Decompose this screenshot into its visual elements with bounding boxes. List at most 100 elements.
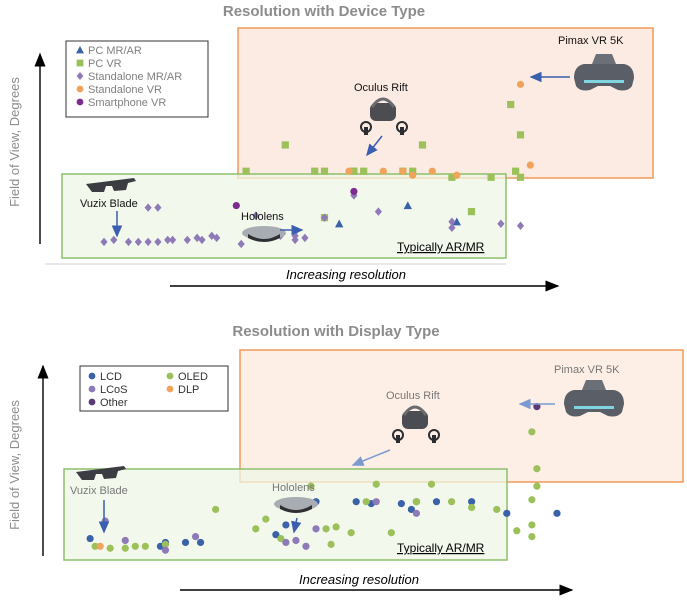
point-standalone-mr-ar-29 [198, 235, 206, 245]
pimax-label: Pimax VR 5K [558, 35, 624, 47]
point-pc-vr-3 [320, 167, 329, 175]
point-oled-25 [533, 465, 541, 473]
legend-label-oled: OLED [178, 371, 208, 383]
point-smartphone-vr-0 [232, 201, 240, 210]
point-standalone-mr-ar-8 [183, 235, 191, 245]
legend-marker-standalone-vr [76, 85, 84, 93]
point-pc-vr-5 [360, 167, 368, 175]
point-lcos-6 [302, 542, 310, 550]
point-oled-6 [212, 505, 220, 514]
legend-marker-lcd [88, 372, 96, 380]
vr-region-box [237, 27, 654, 179]
point-oled-27 [327, 540, 335, 548]
point-lcos-9 [372, 498, 380, 506]
point-pc-vr-8 [418, 141, 427, 149]
point-lcd-8 [352, 498, 360, 506]
point-lcd-0 [86, 534, 94, 543]
point-lcos-4 [282, 538, 290, 547]
point-oled-7 [262, 515, 270, 523]
oculus-rift-label: Oculus Rift [354, 82, 408, 94]
point-pc-vr-13 [516, 131, 525, 139]
point-pc-vr-16 [467, 208, 476, 216]
point-lcd-3 [181, 538, 190, 547]
point-oled-14 [387, 529, 395, 537]
point-oled-18 [468, 503, 476, 512]
legend-label-other: Other [100, 397, 128, 409]
legend-label-pc-mr-ar: PC MR/AR [88, 45, 142, 57]
point-standalone-mr-ar-4 [144, 237, 152, 247]
point-oled-3 [131, 542, 139, 550]
point-lcos-2 [161, 546, 170, 554]
ar-mr-region-box [61, 173, 507, 259]
point-pc-vr-0 [281, 141, 289, 149]
point-lcos-5 [292, 536, 300, 545]
legend-marker-other [88, 398, 96, 406]
point-lcd-15 [503, 509, 511, 517]
point-pc-vr-14 [507, 100, 515, 109]
chart-1-ylabel: Field of View, Degrees [7, 77, 22, 207]
point-lcos-7 [312, 525, 320, 533]
point-standalone-mr-ar-28 [208, 231, 216, 241]
point-lcd-4 [196, 538, 205, 547]
point-standalone-mr-ar-1 [110, 235, 118, 245]
point-oled-22 [528, 521, 536, 529]
point-standalone-mr-ar-20 [448, 223, 456, 232]
chart-2-xlabel: Increasing resolution [299, 572, 419, 587]
point-standalone-vr-3 [409, 171, 417, 179]
point-pc-mr-ar-2 [452, 217, 461, 226]
point-pc-vr-9 [448, 173, 456, 181]
point-standalone-mr-ar-7 [169, 235, 177, 245]
point-oled-30 [252, 525, 260, 533]
point-standalone-mr-ar-23 [516, 221, 525, 230]
vuzix-blade-label: Vuzix Blade [80, 198, 138, 210]
point-oled-10 [332, 523, 340, 531]
legend-label-pc-vr: PC VR [88, 58, 122, 70]
point-standalone-mr-ar-25 [154, 203, 162, 212]
point-oled-9 [307, 482, 315, 490]
chart-2-title: Resolution with Display Type [232, 323, 439, 340]
point-standalone-vr-2 [399, 167, 407, 175]
point-standalone-mr-ar-5 [154, 237, 162, 247]
chart-1-title: Resolution with Device Type [223, 3, 425, 20]
chart-1: Resolution with Device Type Field of Vie… [7, 3, 654, 292]
point-standalone-mr-ar-6 [164, 235, 172, 245]
hololens-arrow-2 [291, 517, 302, 534]
point-lcos-8 [412, 509, 421, 517]
point-standalone-mr-ar-16 [301, 233, 309, 243]
point-oled-12 [362, 498, 370, 506]
point-oled-0 [91, 542, 99, 550]
point-dlp-0 [96, 542, 104, 550]
vuzix-blade-label-2: Vuzix Blade [70, 485, 128, 497]
point-lcd-13 [432, 498, 441, 506]
point-pc-vr-12 [516, 173, 525, 181]
point-lcd-14 [468, 498, 476, 506]
point-standalone-vr-6 [526, 161, 534, 169]
point-lcd-5 [272, 531, 280, 539]
legend-marker-pc-mr-ar [76, 46, 84, 54]
legend-marker-smartphone-vr [76, 98, 84, 106]
point-standalone-mr-ar-24 [144, 203, 152, 212]
point-oled-17 [447, 498, 456, 506]
chart-2-ylabel: Field of View, Degrees [7, 400, 22, 530]
point-oled-26 [528, 428, 536, 436]
point-lcos-1 [121, 536, 129, 545]
point-pc-vr-2 [311, 167, 319, 175]
point-lcd-11 [407, 505, 415, 514]
point-pc-vr-11 [512, 167, 520, 175]
point-lcd-16 [553, 509, 561, 517]
point-standalone-vr-7 [516, 80, 525, 88]
point-pc-mr-ar-1 [335, 219, 344, 228]
oculus-rift-arrow [366, 135, 383, 157]
point-pc-vr-15 [350, 167, 358, 175]
point-smartphone-vr-1 [350, 187, 358, 196]
chart-2-legend-box [79, 365, 229, 412]
chart-1-xlabel: Increasing resolution [286, 267, 406, 282]
chart-2: Resolution with Display Type Field of Vi… [7, 323, 684, 596]
point-oled-19 [493, 505, 501, 514]
point-oled-20 [513, 527, 521, 535]
hololens-label: Hololens [241, 211, 284, 223]
point-pc-mr-ar-0 [403, 201, 412, 210]
